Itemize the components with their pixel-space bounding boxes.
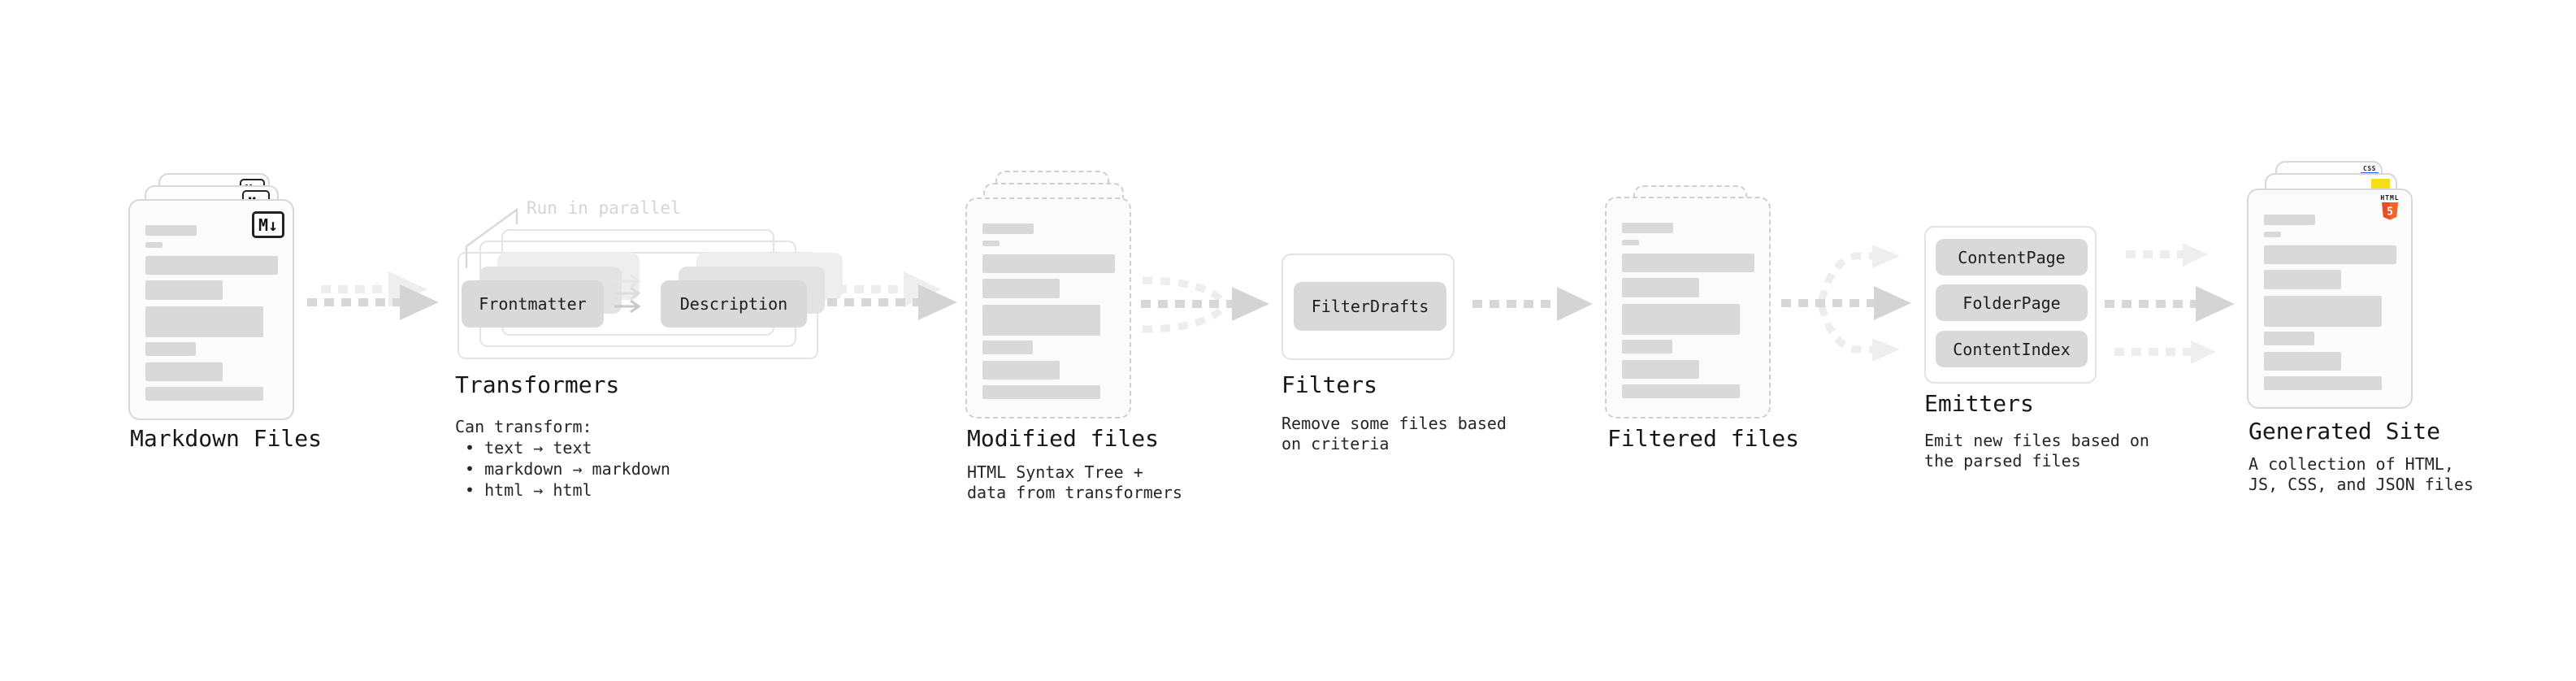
doc-text-bar [982,305,1100,336]
markdown-icon: M↓ [252,211,284,238]
doc-text-bar [145,242,163,248]
doc-text-bar [982,340,1033,354]
arrow-filtered-to-emitters [1781,245,1911,362]
doc-content-bars [130,201,293,419]
doc-text-bar [2264,245,2396,264]
transformers-bullets: • text → text • markdown → markdown • ht… [465,437,670,501]
filters-panel: FilterDrafts [1281,254,1455,360]
transformers-title: Transformers [455,371,620,398]
emitters-desc: Emit new files based on the parsed files [1924,431,2149,471]
html5-wordmark: HTML [2380,194,2400,202]
doc-text-bar [1622,223,1673,233]
description-pill: Description [661,280,807,327]
doc-text-bar [1622,240,1639,245]
doc-text-bar [2264,232,2281,237]
filters-desc: Remove some files based on criteria [1281,414,1507,453]
html5-icon: HTML 5 [2379,194,2401,226]
doc-text-bar [982,241,1000,246]
transformers-desc-heading: Can transform: [455,417,592,436]
js-icon [2371,179,2390,189]
filtered-files-label: Filtered files [1607,425,1800,452]
doc-text-bar [1622,304,1740,335]
filters-title: Filters [1281,371,1378,398]
emitter-pill-contentindex: ContentIndex [1936,331,2088,367]
doc-text-bar [2264,352,2341,371]
arrow-filters-to-filtered [1472,287,1593,321]
doc-text-bar [2264,332,2314,345]
arrow-emitters-to-generated [2105,243,2235,364]
emitters-title: Emitters [1924,390,2034,417]
doc-text-bar [1622,360,1699,379]
doc-content-bars [2249,190,2411,407]
html5-number: 5 [2387,206,2393,219]
doc-text-bar [145,280,223,300]
bullet-markdown-to-markdown: • markdown → markdown [465,459,670,479]
doc-text-bar [1622,384,1740,398]
doc-text-bar [982,223,1034,234]
arrow-transformers-to-modified [827,271,957,320]
arrow-modified-to-filters [1141,276,1269,333]
doc-text-bar [2264,296,2382,327]
doc-text-bar [2264,215,2315,225]
doc-text-bar [982,361,1060,380]
doc-text-bar [1622,340,1672,354]
doc-text-bar [145,225,197,236]
doc-text-bar [145,342,196,356]
filterdrafts-pill: FilterDrafts [1294,282,1446,331]
doc-content-bars [1607,198,1769,417]
doc-text-bar [982,279,1060,298]
run-in-parallel-annotation: Run in parallel [527,198,681,218]
doc-content-bars [967,199,1130,417]
markdown-files-label: Markdown Files [130,425,323,452]
doc-text-bar [2264,376,2382,390]
emitter-pill-folderpage: FolderPage [1936,284,2088,321]
generated-site-label: Generated Site [2249,418,2441,445]
doc-text-bar [1622,254,1754,272]
doc-text-bar [982,385,1100,399]
doc-text-bar [2264,270,2341,289]
modified-files-desc: HTML Syntax Tree + data from transformer… [967,462,1182,502]
modified-file-card [965,197,1131,419]
doc-text-bar [1622,278,1699,297]
generated-site-desc: A collection of HTML, JS, CSS, and JSON … [2249,454,2474,494]
doc-text-bar [145,387,263,401]
bullet-text-to-text: • text → text [465,438,592,458]
arrow-markdown-to-transformers [307,271,439,320]
generated-html-card: HTML 5 [2247,189,2413,409]
frontmatter-pill: Frontmatter [462,280,604,327]
html5-shield: 5 [2382,202,2398,220]
doc-text-bar [145,362,223,381]
modified-files-label: Modified files [967,425,1160,452]
doc-text-bar [145,306,263,337]
markdown-file-card: M↓ [128,199,294,420]
doc-text-bar [145,256,278,275]
doc-text-bar [982,254,1115,273]
bullet-html-to-html: • html → html [465,480,592,500]
emitter-pill-contentpage: ContentPage [1936,239,2088,275]
emitters-panel: ContentPage FolderPage ContentIndex [1924,226,2097,384]
filtered-file-card [1605,197,1771,419]
